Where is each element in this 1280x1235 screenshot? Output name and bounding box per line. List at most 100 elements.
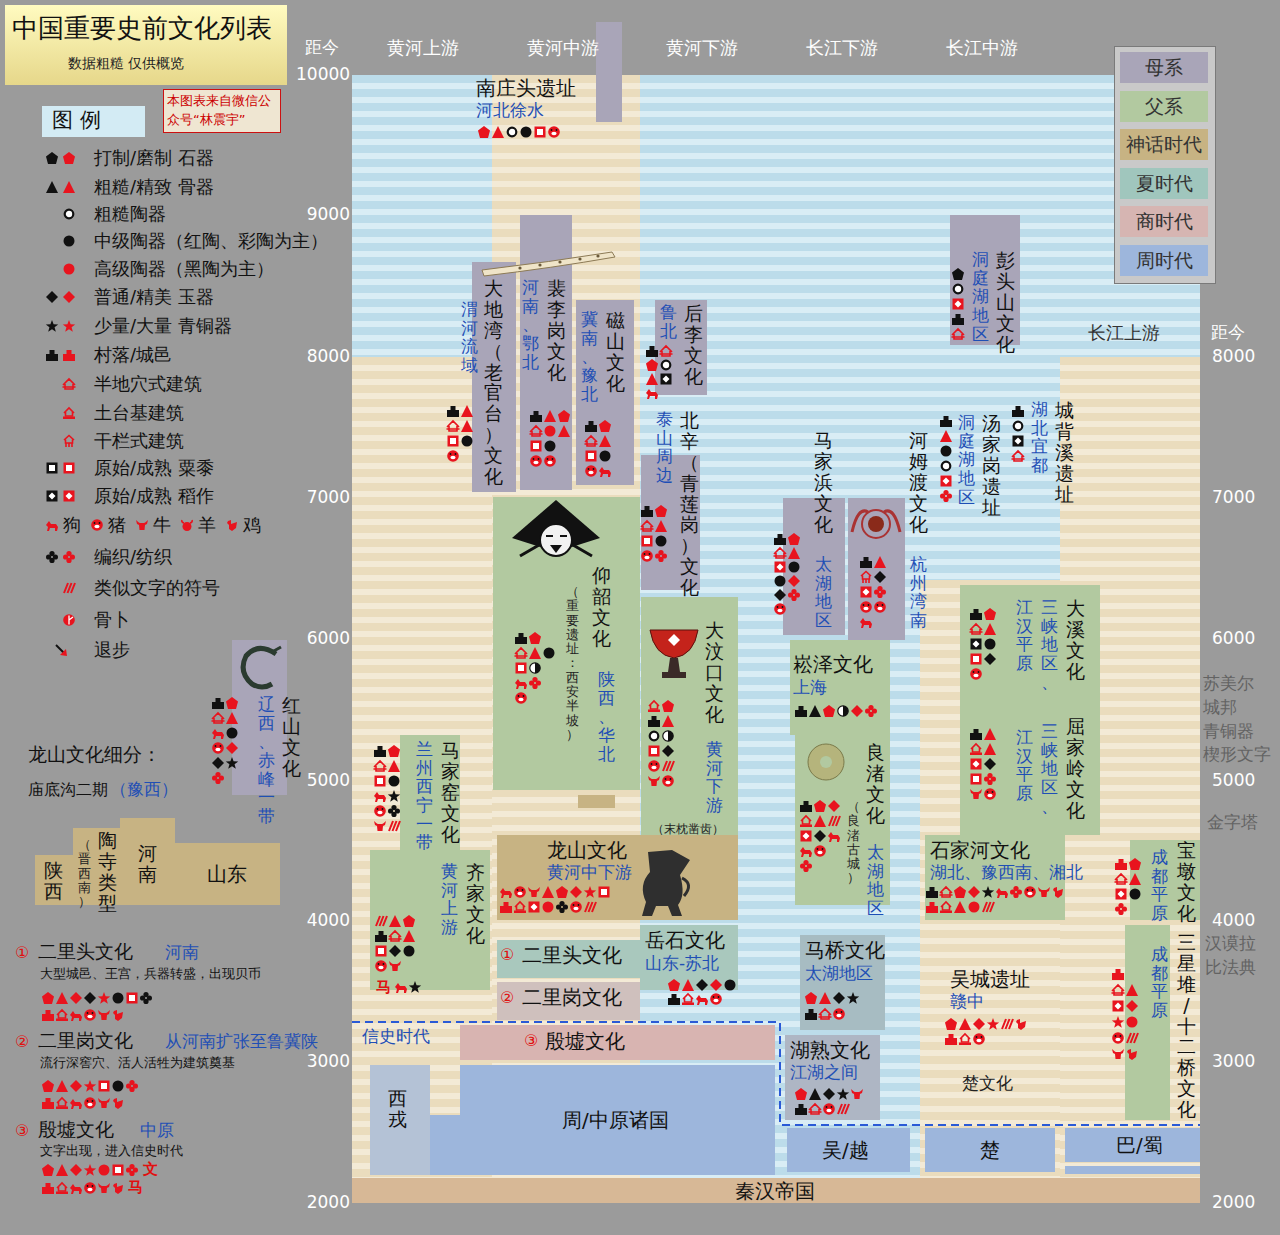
symbol-icon — [136, 520, 148, 530]
column-header: 长江下游 — [806, 37, 878, 59]
culture-node: 崧泽文化上海 — [788, 640, 892, 735]
symbol-part — [573, 907, 578, 911]
symbol-part — [49, 465, 55, 471]
symbol-part — [409, 981, 421, 993]
symbol-part — [872, 708, 877, 713]
region-note: （豫西） — [110, 779, 178, 799]
symbol-icon — [47, 491, 58, 502]
symbol-part — [860, 557, 872, 568]
symbol-part — [987, 794, 992, 798]
symbol-part — [533, 461, 538, 465]
symbol-icon — [663, 731, 673, 741]
symbol-part — [99, 1081, 110, 1092]
legend-text: 父系 — [1120, 91, 1208, 122]
symbol-part — [70, 1184, 82, 1194]
symbol-icon — [84, 992, 96, 1004]
symbol-icon — [1129, 858, 1141, 870]
legend-text: 村落/城邑 — [94, 344, 172, 367]
symbol-part — [1112, 1016, 1124, 1028]
symbol-icon — [973, 1018, 985, 1030]
symbol-icon — [926, 902, 938, 913]
symbol-part — [829, 816, 840, 826]
symbol-icon — [530, 411, 542, 422]
symbol-part — [226, 742, 238, 754]
symbol-part — [1130, 889, 1141, 900]
symbol-part — [791, 596, 796, 601]
symbol-icon — [500, 902, 512, 913]
symbol-part — [800, 863, 805, 868]
region-name: 渭河流域 — [461, 300, 478, 375]
symbol-icon — [585, 465, 597, 477]
symbol-icon — [63, 291, 75, 303]
symbol-icon — [395, 983, 407, 993]
culture-name: 龙山文化 — [547, 838, 627, 862]
mask-face — [540, 524, 572, 556]
symbol-part — [648, 760, 660, 772]
symbol-icon — [46, 350, 58, 361]
culture-name: 后李文化 — [684, 303, 703, 387]
symbol-part — [46, 350, 58, 361]
symbol-part — [775, 576, 786, 587]
symbol-part — [84, 1097, 96, 1109]
symbol-icon — [663, 761, 674, 771]
symbol-icon — [113, 993, 124, 1004]
symbol-icon — [389, 776, 400, 787]
axis-tick-label: 6000 — [296, 628, 350, 648]
symbol-part — [648, 716, 660, 727]
symbol-icon — [952, 314, 964, 325]
culture-name: 秦汉帝国 — [735, 1179, 815, 1203]
legend-swatch: 父系 — [1120, 91, 1208, 122]
symbol-icon — [516, 663, 527, 674]
culture-name: 齐家文化 — [466, 862, 485, 946]
symbol-part — [87, 1100, 89, 1102]
symbol-icon — [970, 609, 982, 620]
symbol-icon — [212, 757, 224, 769]
symbol-part — [984, 788, 996, 800]
symbol-icon — [63, 614, 75, 626]
symbol-icon — [530, 426, 543, 436]
region-name: 太湖地区 — [815, 555, 832, 630]
symbol-part — [42, 992, 54, 1004]
section-heading: 龙山文化细分： — [28, 743, 161, 766]
jade-dragon — [243, 647, 281, 687]
symbol-part — [64, 436, 74, 448]
axis-tick-label: 6000 — [1212, 628, 1255, 648]
symbol-icon — [800, 847, 812, 857]
legend-text: 原始/成熟 稻作 — [94, 485, 214, 508]
symbol-icon — [127, 993, 138, 1004]
symbol-icon — [46, 181, 58, 193]
symbol-part — [1126, 984, 1138, 996]
culture-name: 良渚文化 — [866, 742, 885, 826]
symbol-part — [1053, 887, 1063, 898]
symbol-part — [795, 1088, 807, 1100]
symbol-icon — [545, 441, 556, 452]
symbol-part — [941, 902, 951, 910]
world-event-note: 汉谟拉 比法典 — [1205, 932, 1261, 980]
symbol-icon — [819, 992, 831, 1004]
symbol-part — [212, 713, 225, 723]
symbol-part — [1024, 886, 1036, 898]
symbol-icon — [1002, 1019, 1013, 1029]
symbol-part — [42, 1164, 54, 1176]
axis-tick-label: 10000 — [296, 64, 350, 84]
region-name: 辽西、赤峰一带 — [258, 695, 275, 826]
symbol-part — [877, 586, 882, 591]
symbol-icon — [528, 887, 540, 897]
symbol-icon — [63, 152, 75, 164]
symbol-part — [133, 1083, 138, 1088]
symbol-part — [92, 1012, 94, 1014]
symbol-icon — [696, 995, 708, 1005]
symbol-part — [212, 729, 224, 739]
symbol-icon — [500, 888, 512, 898]
symbol-icon — [814, 800, 826, 812]
callout-number: ① — [500, 945, 514, 964]
symbol-part — [826, 1109, 831, 1113]
symbol-part — [800, 801, 812, 812]
symbol-part — [46, 320, 58, 332]
culture-node: 石家河文化湖北、豫西南、湘北 — [925, 835, 1085, 920]
symbol-part — [807, 863, 812, 868]
symbol-icon — [1113, 1001, 1124, 1012]
mask-eyes — [546, 535, 567, 537]
symbol-icon — [558, 425, 570, 437]
culture-node: 齐家文化黄河上游 — [370, 850, 490, 990]
